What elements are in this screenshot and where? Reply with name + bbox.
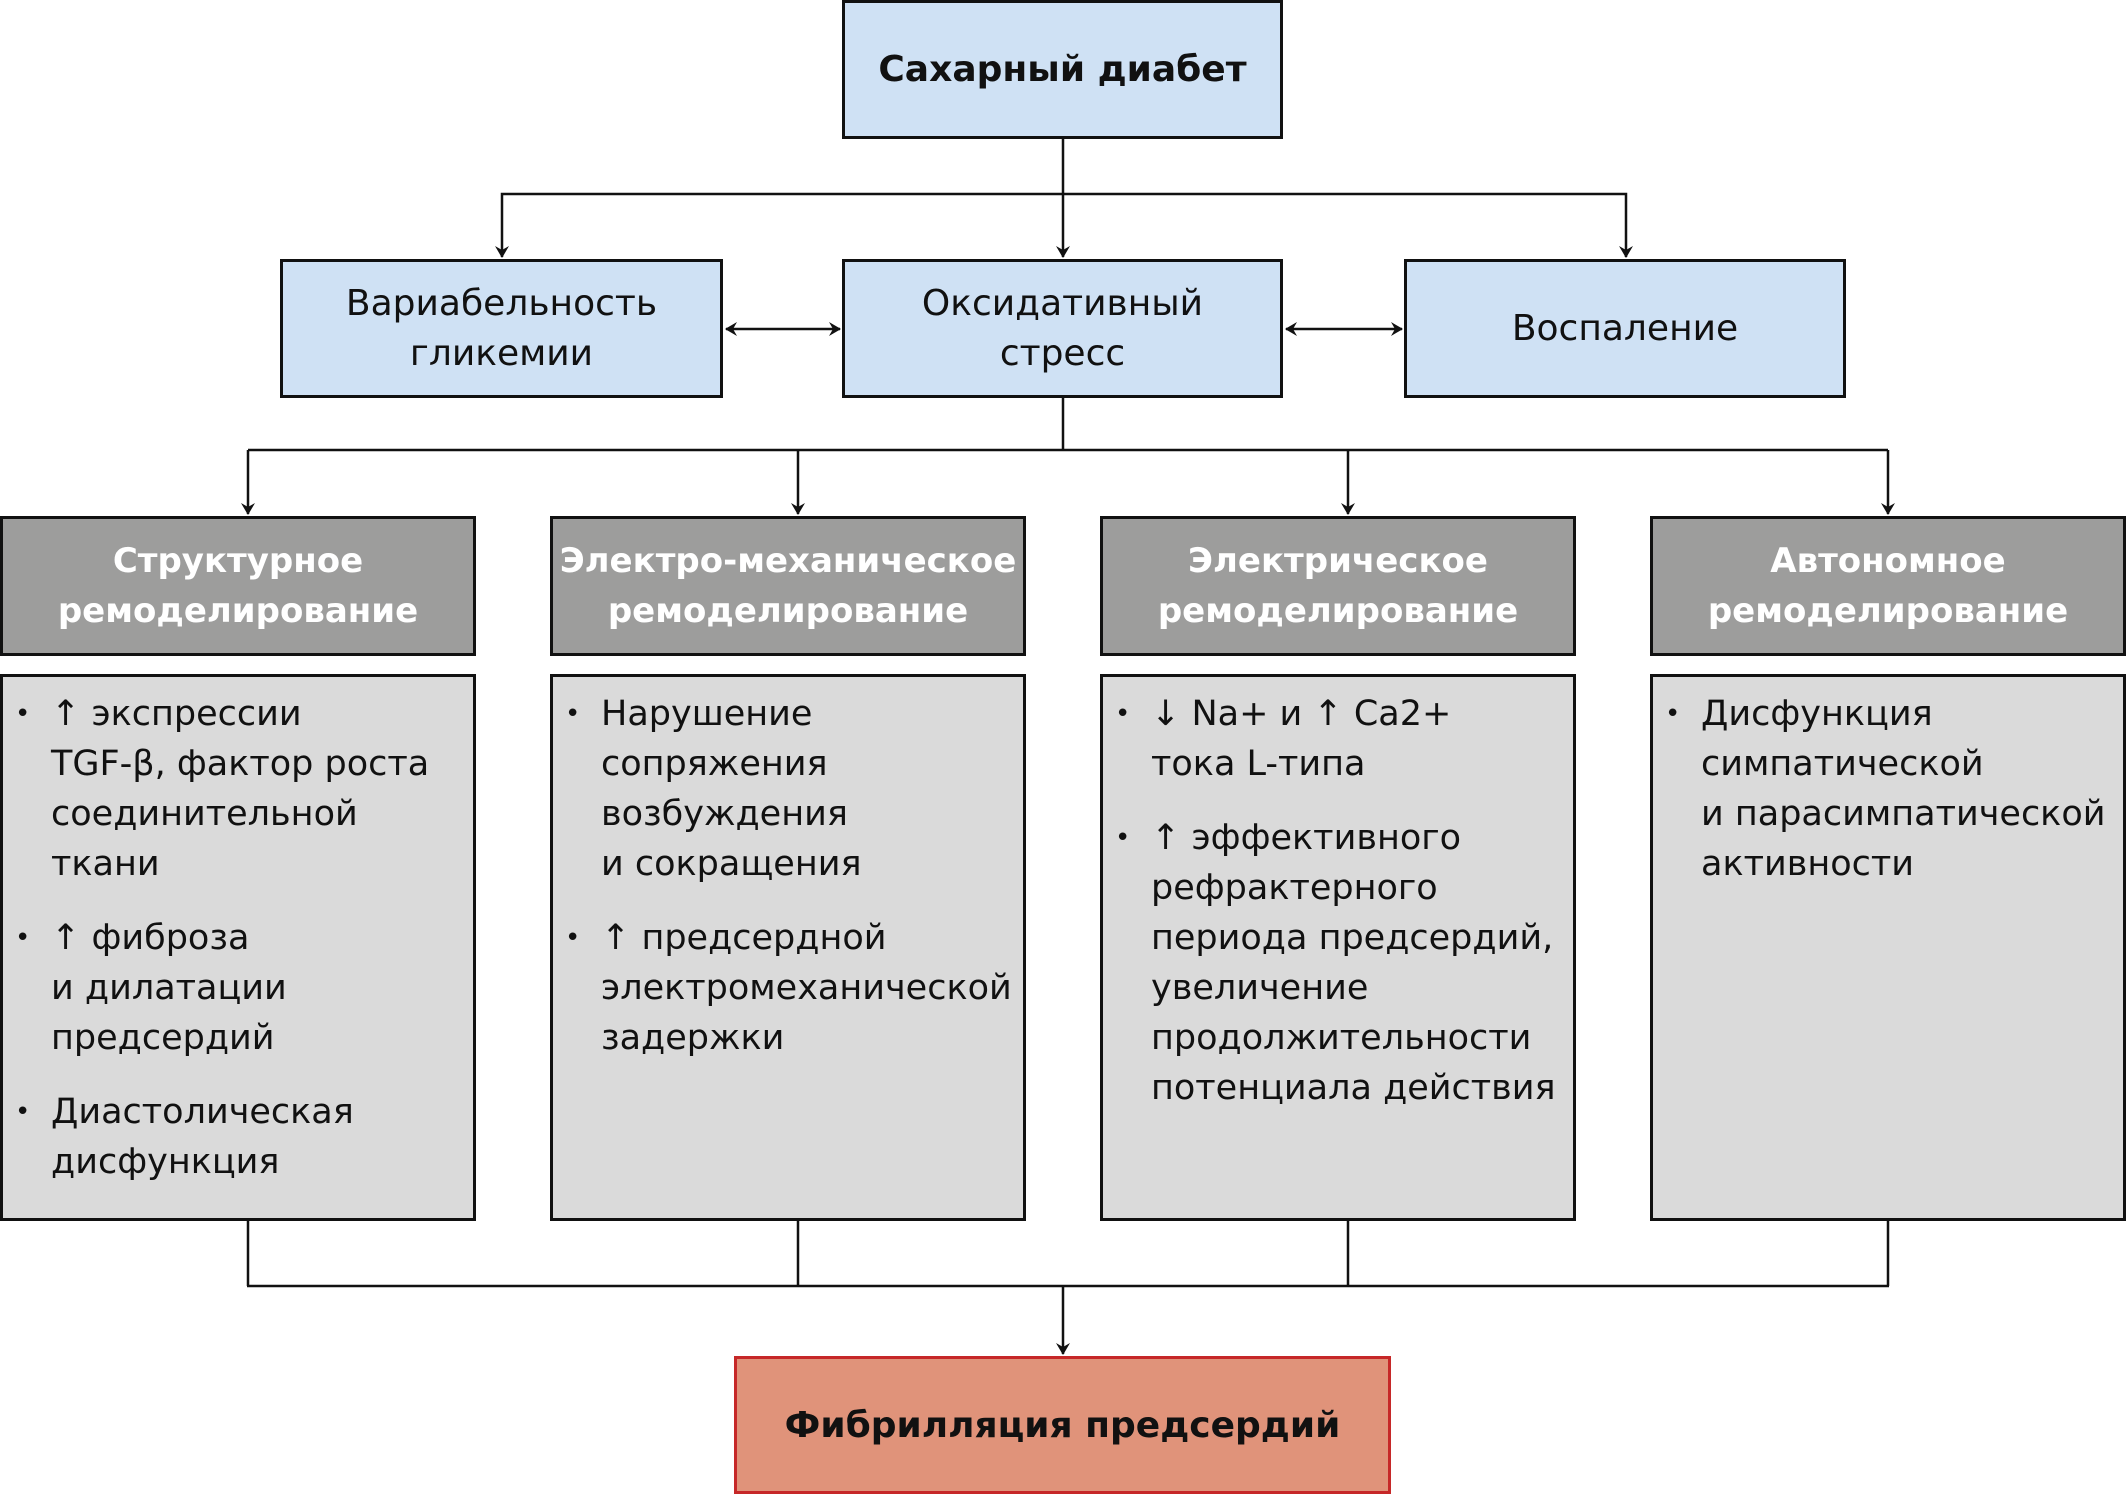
column-header-electromechanical: Электро-механическое ремоделирование	[550, 516, 1026, 656]
column-title: Структурное ремоделирование	[57, 541, 419, 631]
bullet-item: ↑ экспрессии TGF-β, фактор роста соедини…	[13, 689, 465, 889]
bullet-list: ↓ Na+ и ↑ Ca2+ тока L-типа ↑ эффективног…	[1113, 689, 1565, 1137]
outcome-node-atrial-fibrillation: Фибрилляция предсердий	[734, 1356, 1391, 1494]
bullet-item: ↑ эффективного рефрактерного периода пре…	[1113, 813, 1565, 1113]
column-header-autonomic: Автономное ремоделирование	[1650, 516, 2126, 656]
factor-label: Вариабельность гликемии	[345, 282, 658, 374]
column-title: Электро-механическое ремоделирование	[559, 541, 1017, 631]
column-title: Автономное ремоделирование	[1707, 541, 2069, 631]
bullet-item: Дисфункция симпатической и парасимпатиче…	[1663, 689, 2115, 889]
column-header-electrical: Электрическое ремоделирование	[1100, 516, 1576, 656]
root-node-diabetes: Сахарный диабет	[842, 0, 1283, 139]
bullet-item: Нарушение сопряжения возбуждения и сокра…	[563, 689, 1015, 889]
bullet-list: Нарушение сопряжения возбуждения и сокра…	[563, 689, 1015, 1087]
factor-label: Воспаление	[1511, 307, 1739, 349]
column-body-structural: ↑ экспрессии TGF-β, фактор роста соедини…	[0, 674, 476, 1221]
bullet-item: ↑ предсердной электромеханической задерж…	[563, 913, 1015, 1063]
column-body-electrical: ↓ Na+ и ↑ Ca2+ тока L-типа ↑ эффективног…	[1100, 674, 1576, 1221]
factor-label: Оксидативный стресс	[921, 282, 1204, 374]
root-node-label: Сахарный диабет	[878, 48, 1247, 90]
outcome-label: Фибрилляция предсердий	[784, 1404, 1341, 1446]
factor-node-inflammation: Воспаление	[1404, 259, 1846, 398]
bullet-item: ↓ Na+ и ↑ Ca2+ тока L-типа	[1113, 689, 1565, 789]
connector-root-left	[495, 192, 1063, 258]
factor-node-glycemic-variability: Вариабельность гликемии	[280, 259, 723, 398]
bullet-item: Диастолическая дисфункция	[13, 1087, 465, 1187]
column-body-autonomic: Дисфункция симпатической и парасимпатиче…	[1650, 674, 2126, 1221]
bullet-list: Дисфункция симпатической и парасимпатиче…	[1663, 689, 2115, 913]
bullet-item: ↑ фиброза и дилатации предсердий	[13, 913, 465, 1063]
column-title: Электрическое ремоделирование	[1157, 541, 1519, 631]
connector-root-right	[1063, 192, 1633, 258]
column-body-electromechanical: Нарушение сопряжения возбуждения и сокра…	[550, 674, 1026, 1221]
bullet-list: ↑ экспрессии TGF-β, фактор роста соедини…	[13, 689, 465, 1211]
column-header-structural: Структурное ремоделирование	[0, 516, 476, 656]
factor-node-oxidative-stress: Оксидативный стресс	[842, 259, 1283, 398]
